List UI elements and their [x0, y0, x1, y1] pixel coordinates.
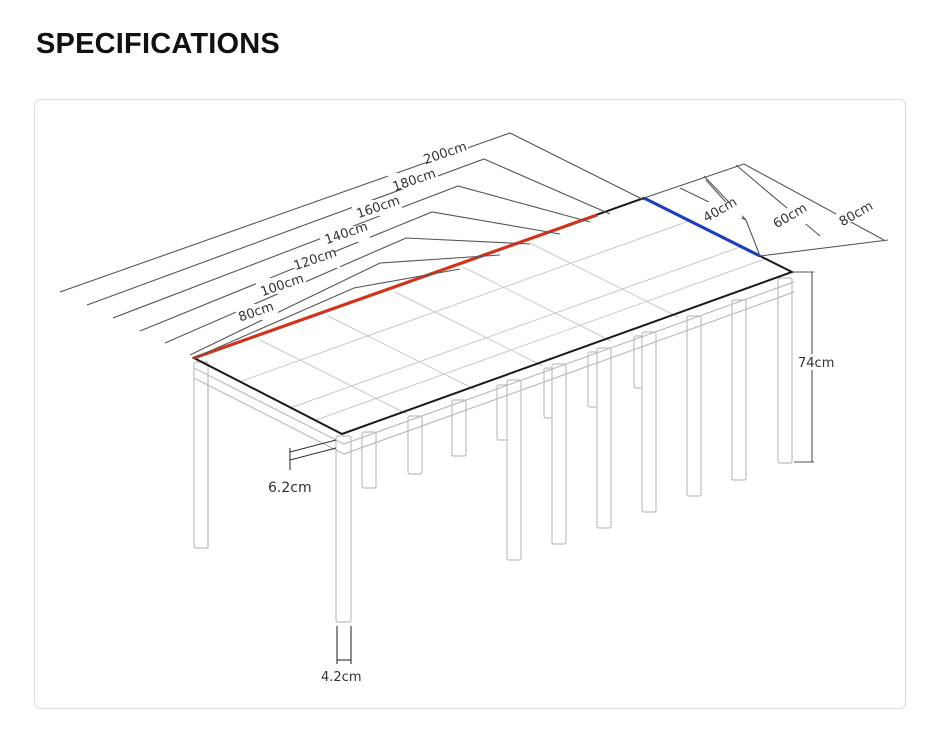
table-leg [407, 415, 423, 475]
specifications-card [34, 99, 906, 709]
tabletop-grid [238, 220, 766, 421]
table-leg [777, 277, 793, 464]
frame-thickness-dimension [289, 439, 337, 470]
leg-width-dimension [336, 626, 352, 664]
table-leg [731, 299, 747, 481]
depth-label-40: 40cm [701, 195, 740, 226]
table-leg [686, 315, 702, 497]
length-labels: 200cm 180cm 160cm 140cm 120cm 100cm 80cm [236, 139, 469, 325]
table-leg [361, 431, 377, 489]
table-frame [193, 281, 795, 548]
tabletop-outline [191, 196, 795, 436]
length-highlight-line [193, 213, 598, 360]
length-label-180: 180cm [391, 166, 438, 195]
table-leg [335, 435, 352, 623]
frame-thickness-label: 6.2cm [268, 480, 312, 496]
length-label-100: 100cm [259, 271, 306, 300]
depth-dimension-guides [643, 163, 889, 257]
table-leg [451, 399, 467, 457]
length-dimension-guides [59, 132, 645, 359]
length-label-200: 200cm [422, 139, 469, 168]
table-leg [506, 379, 522, 561]
leg-width-label: 4.2cm [321, 670, 362, 685]
table-leg [193, 361, 209, 549]
table-leg [641, 331, 657, 513]
depth-label-60: 60cm [771, 201, 810, 232]
table-legs [193, 277, 793, 623]
depth-labels: 40cm 60cm 80cm [700, 195, 878, 232]
page-title: SPECIFICATIONS [36, 28, 280, 60]
table-leg [596, 347, 612, 529]
height-label: 74cm [798, 356, 834, 371]
length-label-140: 140cm [323, 219, 370, 248]
table-leg [551, 363, 567, 545]
depth-highlight-line [643, 196, 761, 258]
